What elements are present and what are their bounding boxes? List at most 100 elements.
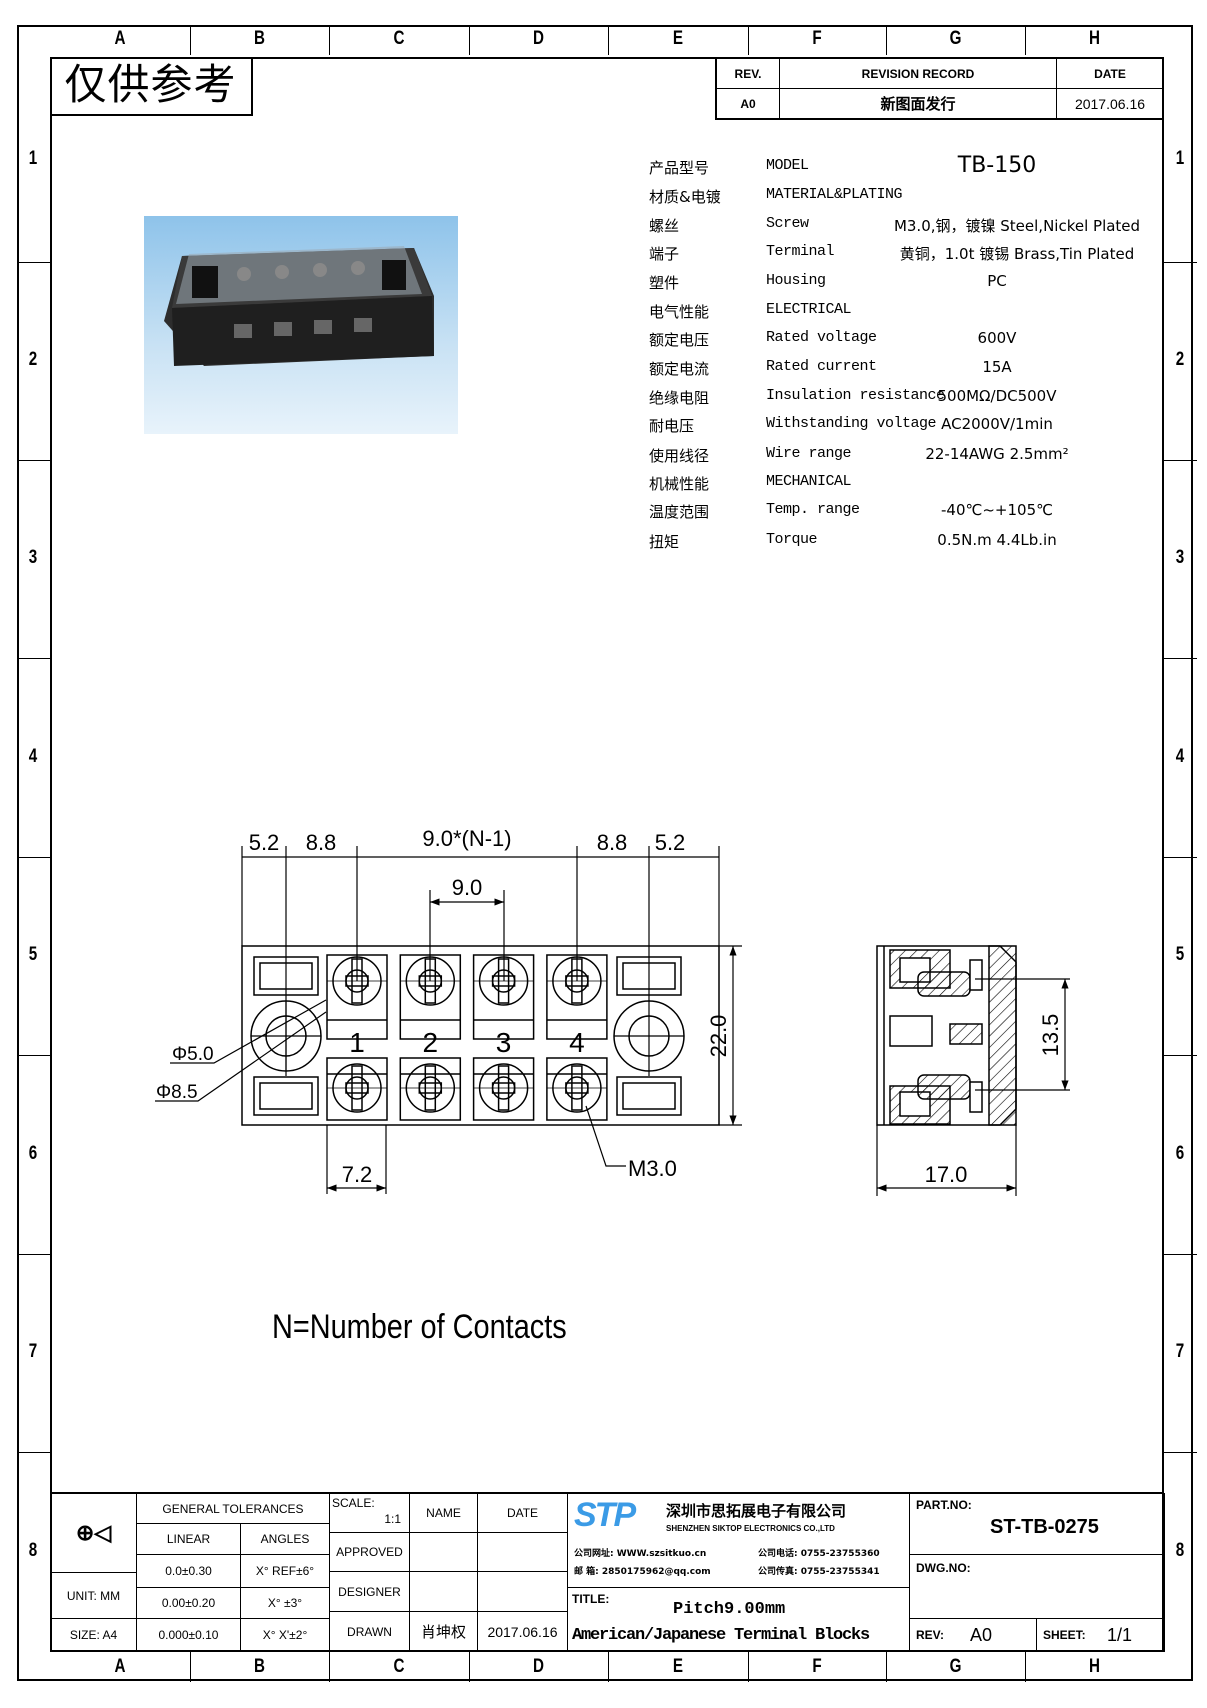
spec-value: 500MΩ/DC500V: [937, 387, 1057, 405]
sheet-value: 1/1: [1107, 1624, 1133, 1645]
spec-value: PC: [987, 272, 1007, 290]
zone-divider: [886, 25, 887, 55]
projection-symbol-icon: ⊕◁: [50, 1493, 137, 1573]
zone-divider: [329, 25, 330, 55]
rev-cell: REV:A0: [909, 1618, 1037, 1652]
rev-label: REV:: [916, 1628, 945, 1642]
housing-outline: [241, 945, 720, 1126]
dim-side-depth: 17.0: [925, 1162, 968, 1187]
zone-divider: [1164, 262, 1197, 263]
spec-label-cn: 机械性能: [649, 475, 710, 493]
side-view: [876, 945, 1070, 1196]
title-label: TITLE:: [572, 1592, 610, 1606]
approved-label: APPROVED: [329, 1532, 410, 1572]
spec-value: AC2000V/1min: [941, 415, 1053, 433]
tolerance-linear-2: 0.00±0.20: [136, 1587, 241, 1619]
zone-divider: [608, 1652, 609, 1682]
zone-divider: [608, 25, 609, 55]
zone-row-5-left: 5: [28, 944, 38, 965]
dim-total-pitch: 9.0*(N-1): [422, 826, 511, 851]
zone-column-E-bottom: E: [672, 1656, 684, 1677]
zone-column-A-bottom: A: [114, 1656, 126, 1677]
dim-pitch: 9.0: [452, 875, 483, 900]
title-line-1: Pitch9.00mm: [673, 1600, 786, 1619]
spec-label-en: Screw: [766, 215, 809, 232]
zone-row-6-left: 6: [28, 1142, 38, 1164]
company-logo: STP: [574, 1496, 636, 1534]
zone-row-2-left: 2: [28, 349, 38, 370]
zone-column-D-top: D: [533, 28, 544, 49]
spec-label-en: Rated voltage: [766, 329, 877, 346]
zone-row-7-right: 7: [1175, 1341, 1185, 1362]
zone-divider: [17, 1254, 50, 1255]
zone-row-8-right: 8: [1175, 1540, 1185, 1561]
zone-divider: [1025, 1652, 1026, 1682]
date-header: DATE: [477, 1493, 568, 1533]
dim-hole-outer: Φ8.5: [156, 1082, 198, 1103]
spec-label-en: Housing: [766, 272, 826, 289]
scale-label: SCALE:: [332, 1496, 375, 1510]
spec-value: 0.5N.m 4.4Lb.in: [937, 531, 1057, 549]
zone-divider: [17, 262, 50, 263]
spec-label-en: Withstanding voltage: [766, 415, 937, 432]
part-no-cell: PART.NO: ST-TB-0275: [909, 1493, 1165, 1555]
spec-label-cn: 电气性能: [649, 303, 710, 321]
dim-end-offset-left: 5.2: [249, 830, 280, 855]
zone-row-3-right: 3: [1175, 547, 1185, 568]
zone-row-1-left: 1: [28, 147, 38, 169]
dim-hole-inner: Φ5.0: [172, 1044, 214, 1065]
zone-column-G-bottom: G: [949, 1656, 962, 1677]
zone-column-B-top: B: [254, 28, 265, 49]
company-website: 公司网址: WWW.szsitkuo.cn: [574, 1549, 707, 1559]
zone-column-H-bottom: H: [1089, 1656, 1100, 1677]
company-email: 邮 箱: 2850175962@qq.com: [574, 1567, 711, 1577]
spec-label-en: MECHANICAL: [766, 473, 852, 490]
zone-column-F-bottom: F: [812, 1656, 822, 1677]
tolerance-angle-2: X° ±3°: [240, 1587, 330, 1619]
drawn-name: 肖坤权: [409, 1611, 478, 1652]
scale-cell: SCALE:1:1: [329, 1493, 410, 1533]
spec-label-cn: 额定电压: [649, 331, 710, 349]
spec-value: 黄铜，1.0t 镀锡 Brass,Tin Plated: [899, 245, 1135, 263]
size-label: SIZE: A4: [50, 1618, 137, 1652]
tolerance-linear-1: 0.0±0.30: [136, 1554, 241, 1588]
product-photo: [144, 216, 458, 434]
dim-screw-size: M3.0: [628, 1156, 677, 1181]
zone-divider: [190, 1652, 191, 1682]
zone-divider: [329, 1652, 330, 1682]
spec-label-cn: 材质&电镀: [649, 188, 721, 206]
zone-divider: [1164, 1254, 1197, 1255]
dwg-no-cell: DWG.NO:: [909, 1554, 1165, 1619]
spec-label-en: MATERIAL&PLATING: [766, 186, 903, 203]
spec-label-cn: 绝缘电阻: [649, 389, 710, 407]
title-cell: TITLE: Pitch9.00mm American/Japanese Ter…: [567, 1587, 910, 1652]
zone-column-H-top: H: [1089, 28, 1100, 49]
zone-divider: [1164, 658, 1197, 659]
zone-divider: [469, 1652, 470, 1682]
spec-label-cn: 耐电压: [649, 417, 695, 435]
zone-divider: [17, 460, 50, 461]
dim-height: 22.0: [706, 1015, 731, 1058]
name-header: NAME: [409, 1493, 478, 1533]
dim-first-pitch-right: 8.8: [597, 830, 628, 855]
zone-divider: [17, 1452, 50, 1453]
spec-label-cn: 额定电流: [649, 360, 710, 378]
zone-row-7-left: 7: [28, 1341, 38, 1362]
zone-divider: [886, 1652, 887, 1682]
tolerance-angle-1: X° REF±6°: [240, 1554, 330, 1588]
zone-divider: [1025, 25, 1026, 55]
linear-header: LINEAR: [136, 1523, 241, 1555]
zone-divider: [1164, 1055, 1197, 1056]
contacts-note: N=Number of Contacts: [272, 1307, 567, 1346]
zone-divider: [469, 25, 470, 55]
spec-value: TB-150: [957, 153, 1037, 178]
spec-value: 600V: [977, 329, 1017, 347]
spec-label-cn: 端子: [649, 245, 680, 263]
spec-label-en: MODEL: [766, 157, 809, 174]
terminal-1: 1: [326, 954, 388, 1121]
zone-column-G-top: G: [949, 28, 962, 49]
zone-row-4-left: 4: [28, 745, 38, 767]
zone-row-4-right: 4: [1175, 745, 1185, 767]
company-phone: 公司电话: 0755-23755360: [758, 1549, 880, 1559]
terminal-number: 2: [423, 1027, 439, 1058]
